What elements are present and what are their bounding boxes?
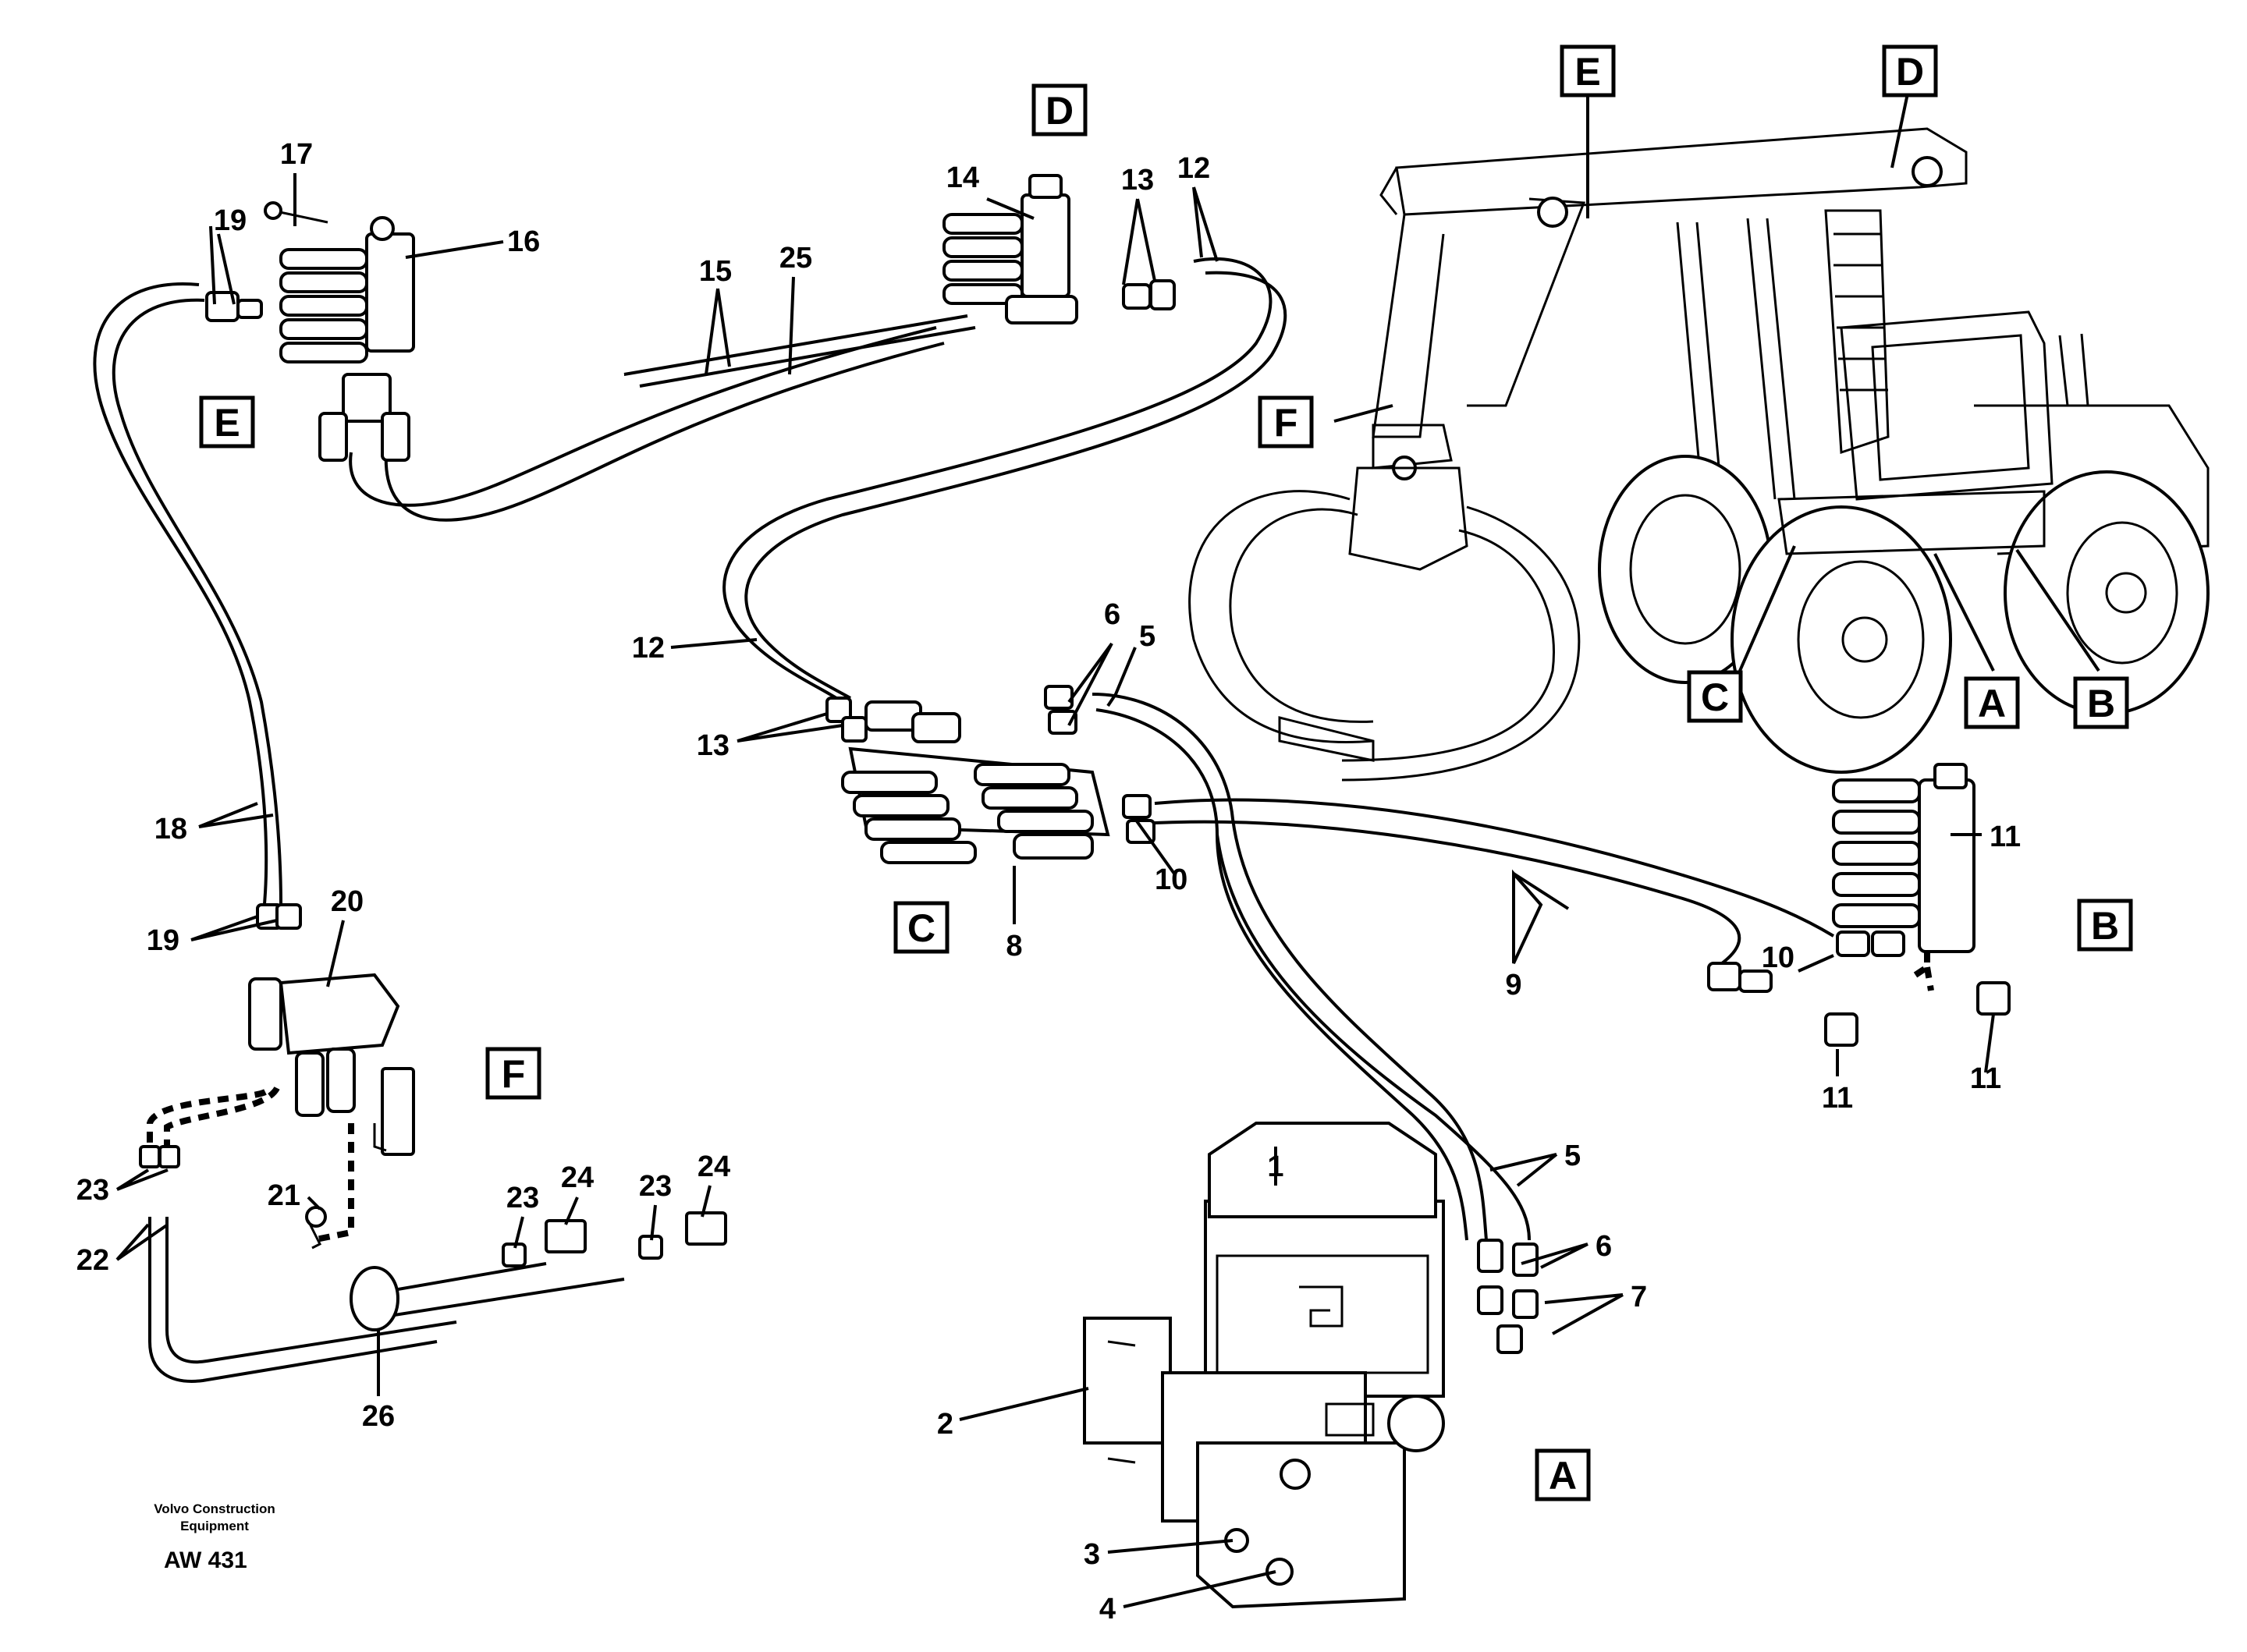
valve-block-14 xyxy=(942,174,1176,324)
wheel-loader-illustration xyxy=(1188,127,2210,782)
part-number-26: 26 xyxy=(362,1400,395,1433)
part-number-24: 24 xyxy=(561,1161,594,1194)
part-number-19: 19 xyxy=(214,204,247,237)
part-number-13: 13 xyxy=(1121,164,1154,197)
manufacturer-name-line2: Equipment xyxy=(180,1519,249,1533)
section-label-f: F xyxy=(485,1047,541,1100)
section-label-f-machine: F xyxy=(1258,395,1314,448)
part-number-6: 6 xyxy=(1104,598,1120,631)
hose-lines xyxy=(93,257,1835,1383)
section-label-c: C xyxy=(893,901,950,954)
leader-lines xyxy=(115,93,2100,1608)
part-number-22: 22 xyxy=(76,1244,109,1277)
part-number-23: 23 xyxy=(76,1174,109,1207)
valve-block-16 xyxy=(279,216,415,462)
part-number-10: 10 xyxy=(1762,941,1794,974)
part-number-13: 13 xyxy=(697,729,729,762)
part-number-4: 4 xyxy=(1099,1593,1116,1625)
svg-text:A: A xyxy=(1978,682,2006,725)
part-number-11: 11 xyxy=(1990,821,2021,853)
svg-text:D: D xyxy=(1896,50,1924,94)
part-number-10: 10 xyxy=(1155,863,1187,896)
part-number-25: 25 xyxy=(779,242,812,275)
valve-block-11 xyxy=(1707,763,2011,1047)
section-label-e-machine: E xyxy=(1560,44,1616,97)
section-label-d-machine: D xyxy=(1882,44,1938,97)
section-label-a-machine: A xyxy=(1964,676,2020,729)
svg-text:E: E xyxy=(214,401,240,445)
part-number-5: 5 xyxy=(1139,620,1155,653)
svg-text:C: C xyxy=(907,906,935,950)
section-label-d: D xyxy=(1031,83,1088,136)
valve-block-20 xyxy=(248,903,415,1156)
svg-text:F: F xyxy=(1274,401,1298,445)
middle-wheel xyxy=(1731,505,1952,774)
section-label-c-machine: C xyxy=(1687,670,1743,723)
section-label-a: A xyxy=(1535,1448,1591,1501)
part-number-21: 21 xyxy=(268,1179,300,1212)
part-number-14: 14 xyxy=(946,161,979,194)
part-number-15: 15 xyxy=(699,255,732,288)
section-label-b-machine: B xyxy=(2073,676,2129,729)
part-number-23: 23 xyxy=(506,1182,539,1214)
part-number-6: 6 xyxy=(1596,1230,1612,1263)
part-number-8: 8 xyxy=(1006,930,1022,962)
drawing-code: AW 431 xyxy=(164,1547,247,1573)
part-number-17: 17 xyxy=(280,138,313,171)
part-number-23: 23 xyxy=(639,1170,672,1203)
part-number-18: 18 xyxy=(154,813,187,845)
svg-text:D: D xyxy=(1045,89,1074,133)
part-number-9: 9 xyxy=(1505,969,1521,1001)
manufacturer-name: Volvo Construction xyxy=(154,1501,275,1516)
section-label-e: E xyxy=(199,395,255,448)
drawing-footer: Volvo Construction Equipment AW 431 xyxy=(154,1501,275,1573)
dashed-hoses xyxy=(147,941,1958,1243)
part-number-24: 24 xyxy=(698,1150,730,1183)
svg-text:E: E xyxy=(1574,50,1600,94)
part-number-12: 12 xyxy=(632,632,665,665)
part-number-2: 2 xyxy=(937,1408,953,1441)
boom-tip-pin xyxy=(1912,156,1943,187)
boom-pin xyxy=(1537,197,1568,228)
valve-block-8 xyxy=(825,685,1155,864)
section-labels: A A B B C C D D xyxy=(199,44,2133,1501)
svg-text:C: C xyxy=(1701,675,1729,719)
svg-text:F: F xyxy=(502,1052,526,1096)
part-number-1: 1 xyxy=(1267,1150,1283,1183)
part-numbers: 1 2 3 4 5 5 6 6 7 8 9 10 10 11 11 11 12 … xyxy=(76,138,2021,1625)
part-number-11: 11 xyxy=(1822,1082,1853,1115)
part-number-20: 20 xyxy=(331,885,364,918)
part-number-3: 3 xyxy=(1084,1538,1100,1571)
section-label-b: B xyxy=(2077,899,2133,952)
svg-text:B: B xyxy=(2091,904,2119,948)
part-number-5: 5 xyxy=(1564,1140,1581,1172)
svg-text:B: B xyxy=(2087,682,2115,725)
part-number-19: 19 xyxy=(147,924,179,957)
part-number-7: 7 xyxy=(1631,1281,1647,1313)
part-number-11: 11 xyxy=(1970,1062,2001,1095)
svg-text:A: A xyxy=(1549,1454,1577,1498)
part-number-16: 16 xyxy=(507,225,540,258)
central-lubrication-pump xyxy=(1083,1122,1445,1609)
part-number-12: 12 xyxy=(1177,152,1210,185)
fittings-bottom-left xyxy=(139,1145,1539,1354)
